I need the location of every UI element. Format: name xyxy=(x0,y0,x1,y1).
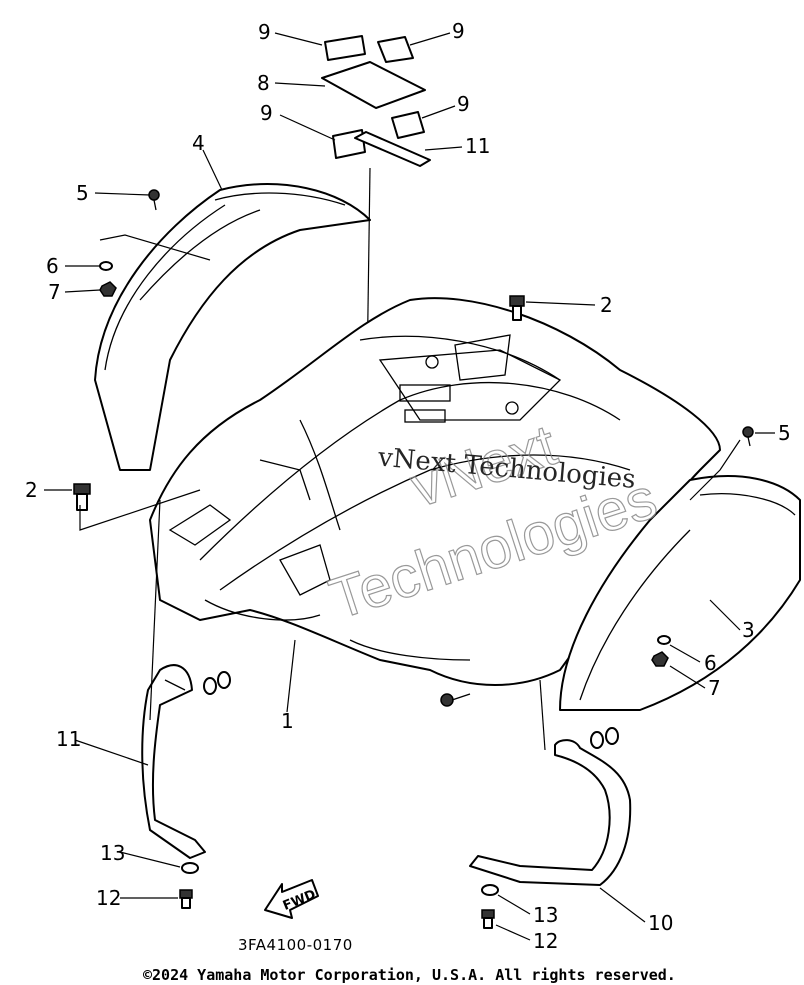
callout-5-left: 5 xyxy=(76,181,89,205)
callout-13-left: 13 xyxy=(100,841,125,865)
diagram-code: 3FA4100-0170 xyxy=(238,936,353,954)
bolt-2-top xyxy=(509,295,525,321)
screw-5-left xyxy=(148,189,160,211)
mud-flap-4 xyxy=(94,183,371,471)
guide-line-flap3 xyxy=(689,439,741,501)
guide-line-left xyxy=(149,499,161,721)
bolt-lower-center xyxy=(440,693,471,707)
bolt-12-right xyxy=(481,909,495,929)
license-plate-8 xyxy=(321,61,426,109)
callout-6-right: 6 xyxy=(704,651,717,675)
rear-fender-1 xyxy=(149,297,721,686)
callout-6-left: 6 xyxy=(46,254,59,278)
bolt-2-left xyxy=(73,483,91,511)
grab-bar-10 xyxy=(469,739,632,886)
callout-9-b: 9 xyxy=(452,19,465,43)
callout-10: 10 xyxy=(648,911,673,935)
bolt-12-left xyxy=(179,889,193,909)
callout-5-right: 5 xyxy=(778,421,791,445)
guide-line-bolt2 xyxy=(79,489,201,531)
reflector-plate-9-mid-right xyxy=(391,111,425,139)
leader-lines xyxy=(44,32,775,941)
reflector-plate-9-top-left xyxy=(324,35,366,61)
washer-13-right xyxy=(481,884,499,896)
washer-13-left xyxy=(181,862,199,874)
callout-7-right: 7 xyxy=(708,676,721,700)
nuts-right-bar xyxy=(590,727,619,749)
callout-9-d: 9 xyxy=(260,101,273,125)
callout-4: 4 xyxy=(192,131,205,155)
washer-6-right xyxy=(657,635,671,645)
callout-8: 8 xyxy=(257,71,270,95)
washer-6-left xyxy=(99,261,113,271)
callout-11-left: 11 xyxy=(56,727,81,751)
callout-9-a: 9 xyxy=(258,20,271,44)
callout-12-right: 12 xyxy=(533,929,558,953)
grab-bar-11 xyxy=(141,664,206,859)
callout-1: 1 xyxy=(281,709,294,733)
callout-7-left: 7 xyxy=(48,280,61,304)
reflector-plate-9-top-right xyxy=(377,36,414,63)
guide-line-right xyxy=(539,679,546,751)
callout-2-left: 2 xyxy=(25,478,38,502)
callout-2-top: 2 xyxy=(600,293,613,317)
callout-12-left: 12 xyxy=(96,886,121,910)
nut-7-left xyxy=(99,281,117,297)
fwd-arrow-icon: FWD xyxy=(264,879,319,919)
callout-13-right: 13 xyxy=(533,903,558,927)
callout-3: 3 xyxy=(742,618,755,642)
callout-11-top: 11 xyxy=(465,134,490,158)
bar-11-top xyxy=(354,131,431,167)
nuts-left-bar xyxy=(203,671,231,695)
copyright-text: ©2024 Yamaha Motor Corporation, U.S.A. A… xyxy=(143,966,676,984)
guide-line-flap4 xyxy=(99,234,211,261)
mud-flap-3 xyxy=(559,475,801,711)
screw-5-right xyxy=(742,426,754,447)
nut-7-right xyxy=(651,651,669,667)
callout-9-c: 9 xyxy=(457,92,470,116)
